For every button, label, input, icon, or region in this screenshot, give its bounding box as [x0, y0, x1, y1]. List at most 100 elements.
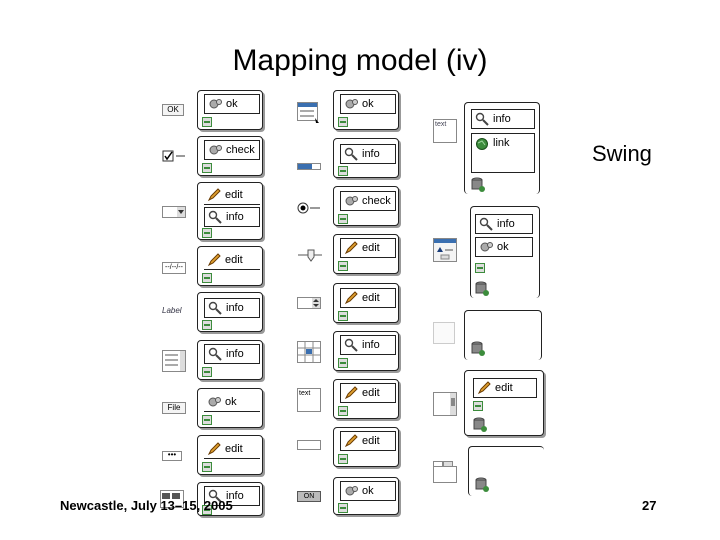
ok-button[interactable]: ok [204, 94, 260, 114]
magnifier-icon [208, 301, 222, 315]
database-icon [475, 281, 489, 296]
mapping-tab-group[interactable] [468, 446, 544, 496]
ok-button[interactable]: ok [475, 237, 533, 257]
mapping-edit[interactable]: edit [333, 234, 399, 274]
editor-pane-widget-icon: text [433, 119, 457, 143]
combo-box-widget-icon [162, 205, 186, 218]
globe-icon [475, 137, 489, 151]
footer-venue-date: Newcastle, July 13–15, 2005 [60, 498, 233, 513]
lid-icon [473, 401, 483, 411]
magnifier-icon [475, 112, 489, 126]
progress-bar-widget-icon [297, 158, 321, 170]
mapping-edit[interactable]: edit [197, 435, 263, 475]
edit-field[interactable]: edit [204, 439, 260, 459]
magnifier-icon [208, 210, 222, 224]
edit-field[interactable]: edit [204, 185, 260, 205]
dialog-widget-icon [433, 238, 457, 262]
edit-field[interactable]: edit [340, 383, 396, 403]
mapping-edit[interactable]: edit [197, 246, 263, 286]
label-widget-icon: Label [162, 306, 182, 315]
mapping-info[interactable]: info [333, 138, 399, 178]
info-field[interactable]: info [471, 109, 535, 129]
magnifier-icon [344, 147, 358, 161]
ok-button[interactable]: ok [340, 481, 396, 501]
pencil-icon [344, 241, 358, 255]
mapping-ok[interactable]: ok [197, 388, 263, 428]
edit-field[interactable]: edit [473, 378, 537, 398]
file-menu-widget-icon: File [162, 402, 186, 414]
mapping-info[interactable]: info [197, 340, 263, 380]
mapping-empty-group[interactable] [464, 310, 542, 360]
pencil-icon [477, 381, 491, 395]
check-button[interactable]: check [340, 191, 396, 211]
info-field[interactable]: info [340, 335, 396, 355]
lid-icon [338, 311, 348, 321]
magnifier-icon [208, 347, 222, 361]
mapping-edit-group[interactable]: edit [464, 370, 544, 436]
lid-icon [475, 263, 485, 273]
ok-button[interactable]: ok [340, 94, 396, 114]
mapping-info[interactable]: info [197, 482, 263, 516]
edit-field[interactable]: edit [204, 250, 260, 270]
text-area-widget-icon: text [297, 388, 321, 412]
info-field[interactable]: info [204, 298, 260, 318]
info-field[interactable]: info [340, 144, 396, 164]
pencil-icon [344, 291, 358, 305]
gears-icon [208, 97, 222, 111]
lid-icon [202, 462, 212, 472]
panel-widget-icon [433, 322, 455, 344]
info-field[interactable]: info [204, 486, 260, 506]
pencil-icon [344, 386, 358, 400]
link-button[interactable]: link [471, 133, 535, 173]
radio-button-widget-icon [297, 201, 321, 214]
lid-icon [202, 117, 212, 127]
lid-icon [202, 273, 212, 283]
gears-icon [479, 240, 493, 254]
formatted-field-widget-icon: --/--/-- [162, 262, 186, 274]
lid-icon [338, 406, 348, 416]
gears-icon [344, 484, 358, 498]
mapping-ok[interactable]: ok [197, 90, 263, 130]
mapping-edit[interactable]: edit [333, 427, 399, 467]
info-field[interactable]: info [204, 344, 260, 364]
mapping-info[interactable]: info [333, 331, 399, 371]
gears-icon [208, 143, 222, 157]
mapping-edit[interactable]: edit [333, 283, 399, 323]
pencil-icon [207, 187, 221, 202]
gears-icon [207, 395, 221, 409]
slider-widget-icon [297, 248, 323, 262]
ok-button[interactable]: ok [204, 392, 260, 412]
spinner-widget-icon [160, 490, 184, 508]
lid-icon [202, 320, 212, 330]
info-field[interactable]: info [475, 214, 533, 234]
mapping-ok[interactable]: ok [333, 90, 399, 130]
info-field[interactable]: info [204, 207, 260, 227]
mapping-edit[interactable]: edit [333, 379, 399, 419]
text-field-widget-icon [297, 440, 321, 450]
scroll-pane-widget-icon [433, 392, 457, 416]
mapping-info-link-group[interactable]: info link [464, 102, 540, 194]
lid-icon [338, 261, 348, 271]
lid-icon [202, 228, 212, 238]
database-icon [473, 417, 487, 432]
mapping-info[interactable]: info [197, 292, 263, 332]
checkbox-widget-icon [162, 149, 186, 162]
tabbed-pane-widget-icon [433, 461, 457, 483]
password-field-widget-icon: ••• [162, 451, 182, 461]
edit-field[interactable]: edit [340, 431, 396, 451]
mapping-edit-info[interactable]: edit info [197, 182, 263, 240]
mapping-ok[interactable]: ok [333, 477, 399, 515]
lid-icon [202, 505, 212, 515]
slide-title: Mapping model (iv) [232, 44, 488, 77]
database-icon [475, 477, 489, 492]
edit-field[interactable]: edit [340, 238, 396, 258]
edit-field[interactable]: edit [340, 288, 396, 308]
gears-icon [344, 97, 358, 111]
spinner-field-widget-icon [297, 296, 321, 309]
check-button[interactable]: check [204, 140, 260, 160]
mapping-check[interactable]: check [197, 136, 263, 176]
database-icon [471, 177, 485, 192]
menu-widget-icon [297, 102, 321, 124]
mapping-info-ok-group[interactable]: info ok [470, 206, 540, 298]
mapping-check[interactable]: check [333, 186, 399, 226]
